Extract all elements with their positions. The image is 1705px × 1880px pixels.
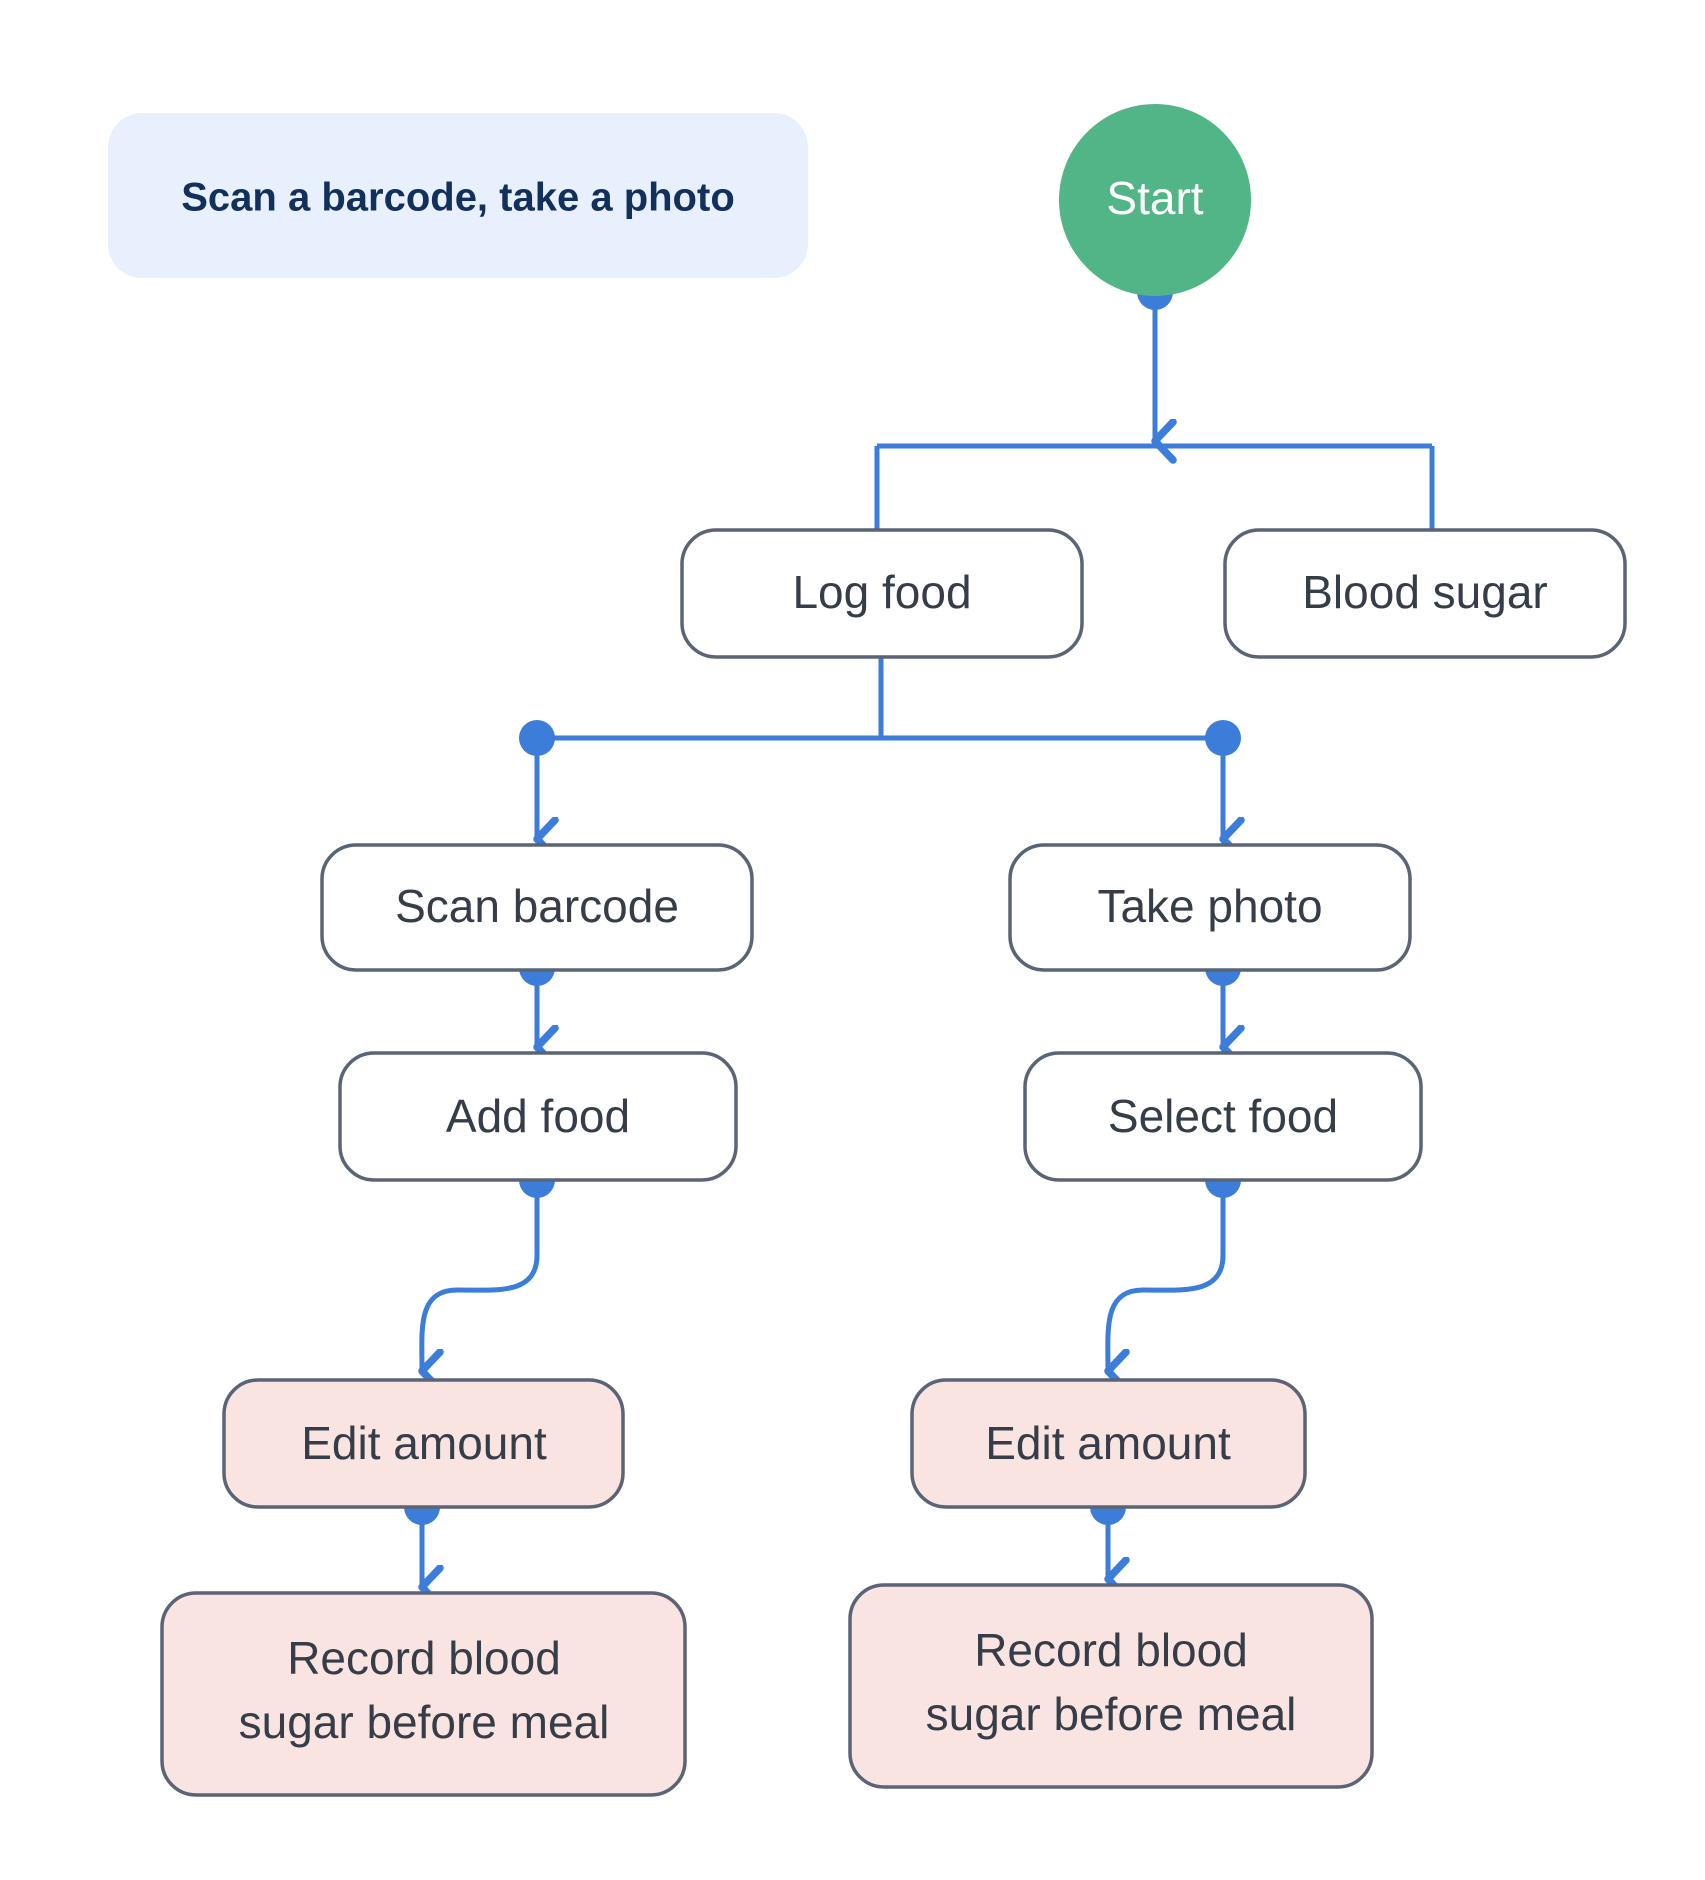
node-label-edit-amount-right: Edit amount	[985, 1417, 1231, 1469]
node-label-log-food: Log food	[792, 566, 971, 618]
node-box[interactable]	[1008, 843, 1412, 972]
start-circle[interactable]	[1059, 104, 1251, 296]
node-label-scan-barcode: Scan barcode	[395, 880, 679, 932]
callout-background	[108, 113, 808, 278]
node-label-edit-amount-left: Edit amount	[301, 1417, 547, 1469]
node-box[interactable]	[680, 528, 1084, 659]
node-select-food[interactable]: Select food	[1023, 1051, 1423, 1182]
edge-split-to-logfood-bloodsugar	[874, 443, 1435, 530]
node-box[interactable]	[222, 1378, 625, 1509]
node-label-take-photo: Take photo	[1097, 880, 1322, 932]
node-blood-sugar[interactable]: Blood sugar	[1223, 528, 1627, 659]
node-box[interactable]	[1023, 1051, 1423, 1182]
connector-dot-left	[519, 720, 555, 756]
node-label-select-food: Select food	[1108, 1090, 1338, 1142]
node-start[interactable]: Start	[1059, 104, 1251, 296]
node-scan-barcode[interactable]: Scan barcode	[320, 843, 754, 972]
node-box[interactable]	[1223, 528, 1627, 659]
node-box[interactable]	[160, 1591, 687, 1797]
edge-selectfood-to-editamount-right	[1108, 1162, 1241, 1370]
node-edit-amount-right[interactable]: Edit amount	[910, 1378, 1307, 1509]
node-take-photo[interactable]: Take photo	[1008, 843, 1412, 972]
edge-start-to-split	[1137, 274, 1173, 440]
connector-dot-right	[1205, 720, 1241, 756]
node-label-record-right-line1: Record blood	[974, 1624, 1248, 1676]
node-label-start: Start	[1106, 172, 1203, 224]
node-add-food[interactable]: Add food	[338, 1051, 738, 1182]
node-box[interactable]	[848, 1583, 1374, 1789]
node-box[interactable]	[338, 1051, 738, 1182]
edge-s-curve	[422, 1177, 540, 1370]
edge-addfood-to-editamount-left	[422, 1162, 555, 1370]
node-label-record-right-line2: sugar before meal	[926, 1688, 1297, 1740]
node-log-food[interactable]: Log food	[680, 528, 1084, 659]
edge-s-curve	[1108, 1177, 1226, 1370]
callout-text: Scan a barcode, take a photo	[181, 176, 735, 220]
node-box[interactable]	[320, 843, 754, 972]
node-label-record-left-line2: sugar before meal	[239, 1696, 610, 1748]
node-record-blood-sugar-left[interactable]: Record blood sugar before meal	[160, 1591, 687, 1797]
callout-scan-barcode-take-photo: Scan a barcode, take a photo	[108, 113, 808, 278]
node-label-record-left-line1: Record blood	[287, 1632, 561, 1684]
edge-logfood-to-split2	[519, 657, 1241, 838]
node-box[interactable]	[910, 1378, 1307, 1509]
node-edit-amount-left[interactable]: Edit amount	[222, 1378, 625, 1509]
node-label-add-food: Add food	[446, 1090, 630, 1142]
node-record-blood-sugar-right[interactable]: Record blood sugar before meal	[848, 1583, 1374, 1789]
node-label-blood-sugar: Blood sugar	[1302, 566, 1548, 618]
